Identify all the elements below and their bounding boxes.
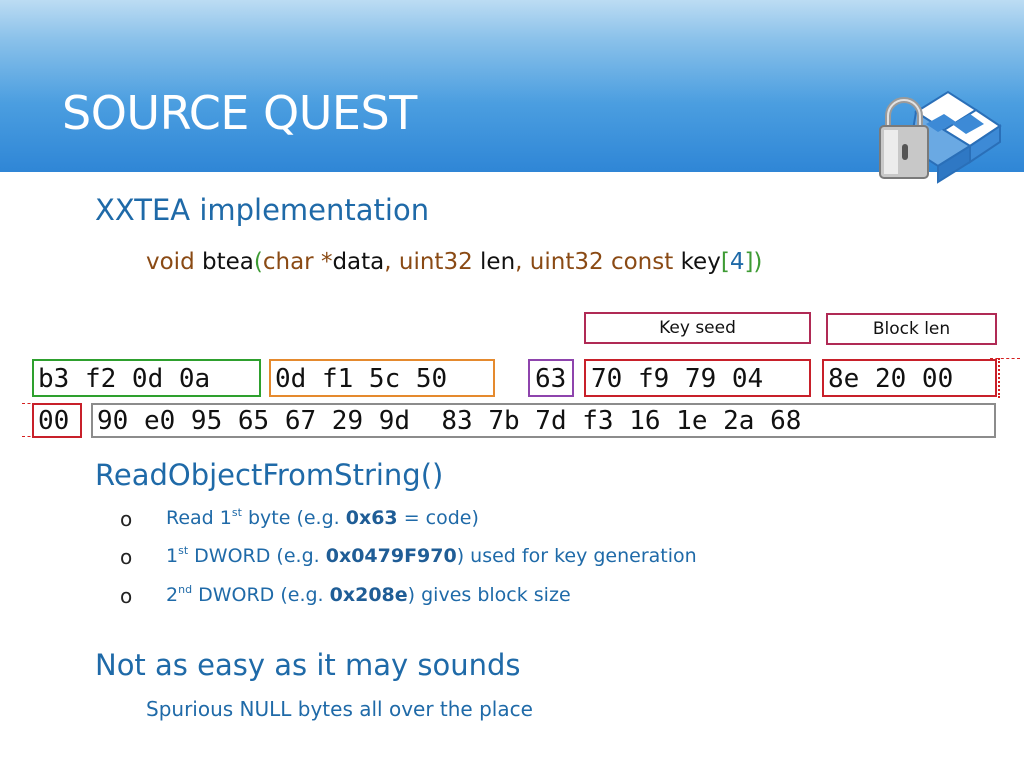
connector-line: [998, 358, 1000, 398]
bullet-text: Read 1: [166, 507, 232, 529]
code-token: uint32: [398, 249, 473, 275]
code-token: [: [720, 249, 730, 275]
bullet-text: 1: [166, 545, 179, 567]
bullet-sup: st: [231, 506, 242, 519]
code-token: 4: [729, 249, 745, 275]
dropbox-padlock-logo-icon: [879, 90, 1002, 184]
heading-readobject: ReadObjectFromString(): [95, 458, 444, 492]
code-token: ,: [384, 249, 392, 275]
heading-not-easy: Not as easy as it may sounds: [95, 648, 521, 682]
slide-header: SOURCE QUEST: [0, 0, 1024, 184]
bullet-text: byte (e.g.: [241, 507, 346, 529]
bullet-sup: st: [178, 544, 189, 557]
connector-line: [22, 403, 36, 404]
hex-group-gray: [91, 403, 996, 438]
bullet-bold: 0x0479F970: [325, 545, 457, 567]
bullet-marker: o: [120, 545, 133, 569]
code-token: char: [262, 249, 314, 275]
hex-bytes: 90 e0 95 65 67 29 9d 83 7b 7d f3 16 1e 2…: [97, 406, 802, 436]
hex-bytes: 0d f1 5c 50: [275, 364, 448, 394]
hex-group-null: [32, 403, 82, 438]
bullet-marker: o: [120, 507, 133, 531]
code-token: uint32: [529, 249, 604, 275]
hex-bytes: 63: [535, 364, 567, 394]
hex-bytes: 8e 20 00: [828, 364, 954, 394]
bullet-bold: 0x63: [345, 507, 398, 529]
hex-group-blocklen: [822, 359, 997, 397]
bullet-text: 2: [166, 584, 179, 606]
bullet-text: DWORD (e.g.: [188, 545, 326, 567]
hex-group-purple: [528, 359, 574, 397]
code-token: btea: [202, 249, 254, 275]
code-signature: void btea(char *data, uint32 len, uint32…: [146, 249, 762, 275]
code-token: key: [680, 249, 721, 275]
bullet-bold: 0x208e: [329, 584, 408, 606]
code-token: len: [480, 249, 516, 275]
heading-xxtea: XXTEA implementation: [95, 193, 430, 227]
hex-group-red: [584, 359, 811, 397]
code-token: ]): [744, 249, 763, 275]
code-token: void: [146, 249, 195, 275]
key-seed-label: Key seed: [584, 312, 811, 344]
hex-bytes: 70 f9 79 04: [591, 364, 764, 394]
hex-group-orange: [269, 359, 495, 397]
bullet-text: ) used for key generation: [456, 545, 697, 567]
bullet-text: ) gives block size: [407, 584, 571, 606]
slide-title: SOURCE QUEST: [62, 86, 417, 140]
hex-bytes: 00: [38, 406, 70, 436]
bullet-text: = code): [397, 507, 479, 529]
code-token: (: [253, 249, 263, 275]
connector-line: [990, 358, 1020, 359]
connector-line: [22, 436, 36, 437]
sub-text: Spurious NULL bytes all over the place: [146, 697, 533, 721]
block-len-label: Block len: [826, 313, 997, 345]
code-token: data: [332, 249, 385, 275]
hex-bytes: b3 f2 0d 0a: [38, 364, 211, 394]
bullet-text: DWORD (e.g.: [192, 584, 330, 606]
bullet-sup: nd: [178, 583, 193, 596]
code-token: const: [610, 249, 674, 275]
code-token: *: [320, 249, 333, 275]
hex-group-green: [32, 359, 261, 397]
code-token: ,: [515, 249, 523, 275]
bullet-marker: o: [120, 584, 133, 608]
